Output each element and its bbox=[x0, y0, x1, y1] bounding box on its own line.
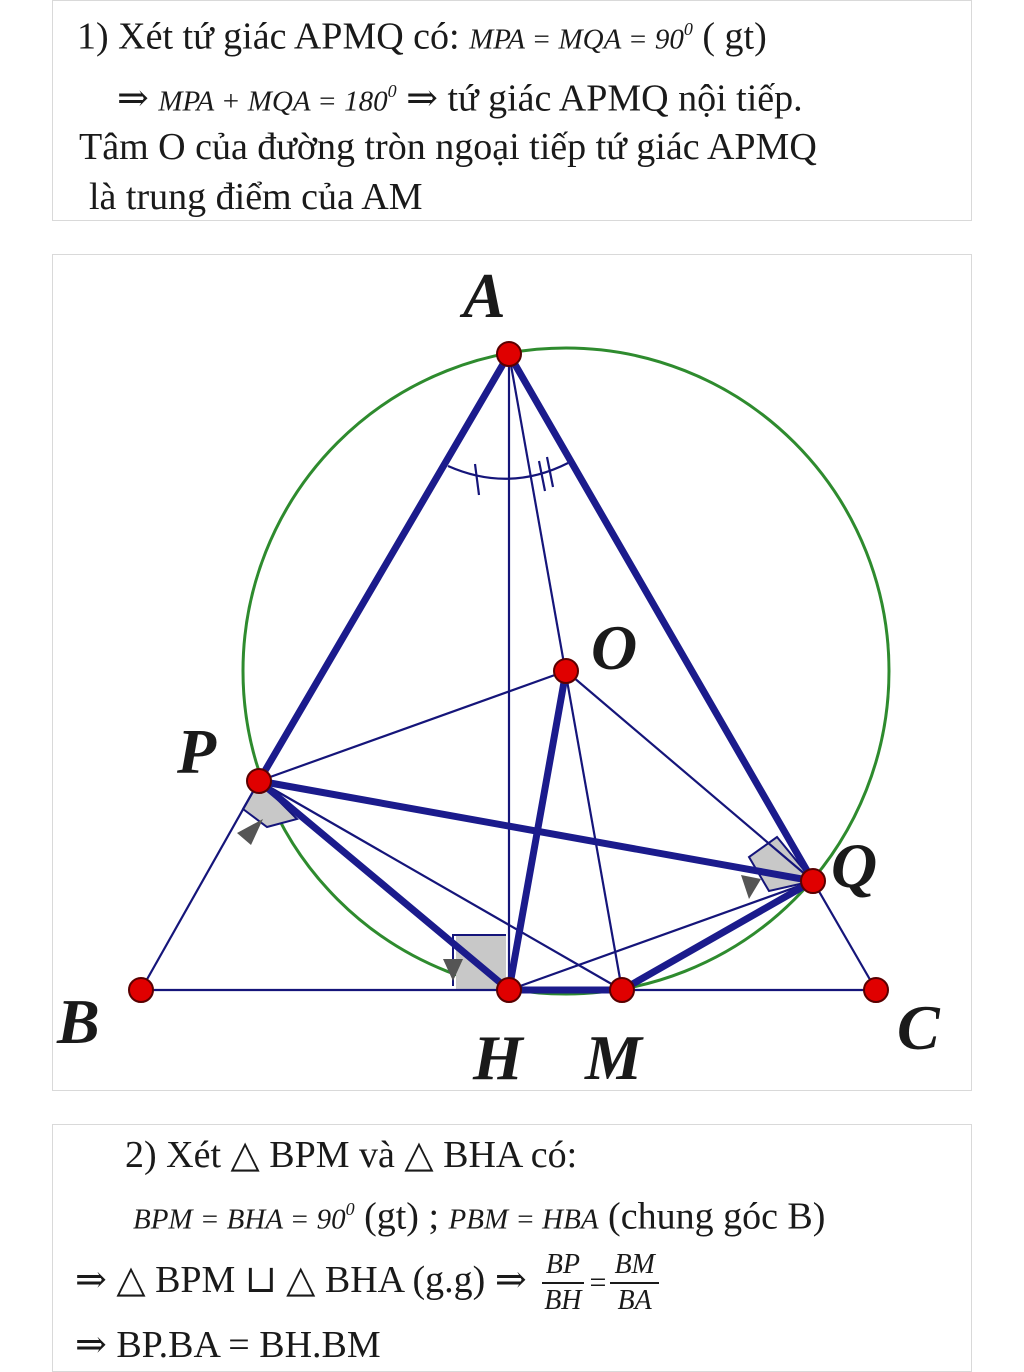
label-c: C bbox=[897, 992, 941, 1063]
point-h bbox=[496, 977, 522, 1003]
side-ab bbox=[140, 780, 260, 991]
label-h: H bbox=[472, 1022, 525, 1089]
point-c bbox=[863, 977, 889, 1003]
fraction-numerator: BM bbox=[610, 1248, 659, 1285]
label-o: O bbox=[591, 612, 637, 683]
point-b bbox=[128, 977, 154, 1003]
part2-line1: 2) Xét △ BPM và △ BHA có: bbox=[125, 1134, 578, 1176]
circumcircle bbox=[241, 346, 891, 996]
arrowhead-q bbox=[741, 875, 761, 899]
label-a: A bbox=[459, 260, 506, 331]
point-m bbox=[609, 977, 635, 1003]
equals-sign: = bbox=[589, 1266, 607, 1299]
part1-line3: Tâm O của đường tròn ngoại tiếp tứ giác … bbox=[79, 126, 817, 168]
segment-oh bbox=[505, 667, 570, 994]
point-q bbox=[800, 868, 826, 894]
segment-hq bbox=[508, 879, 814, 992]
thick-lines bbox=[255, 350, 817, 994]
degree-sup: 0 bbox=[387, 81, 397, 101]
degree-sup: 0 bbox=[345, 1199, 355, 1219]
part2-line4: ⇒ BP.BA = BH.BM bbox=[75, 1324, 381, 1366]
figure-box: A O P Q B H M C bbox=[52, 254, 972, 1091]
label-q: Q bbox=[831, 830, 877, 901]
label-m: M bbox=[584, 1022, 644, 1089]
part2-line3-text: ⇒ △ BPM ⊔ △ BHA (g.g) ⇒ bbox=[75, 1259, 527, 1301]
segment-pm bbox=[258, 780, 623, 991]
point-p bbox=[246, 768, 272, 794]
implies-arrow: ⇒ bbox=[117, 77, 149, 120]
thin-lines bbox=[140, 353, 877, 992]
point-o bbox=[553, 658, 579, 684]
arrowhead-p bbox=[237, 819, 263, 845]
part2-line2: BPM = BHA = 900 (gt) ; PBM = HBA (chung … bbox=[133, 1187, 825, 1242]
segment-po bbox=[258, 669, 567, 783]
segment-mq bbox=[618, 877, 817, 994]
fraction-denominator: BA bbox=[617, 1285, 652, 1317]
part1-line1-text: 1) Xét tứ giác APMQ có: bbox=[77, 15, 460, 58]
segment-ph bbox=[255, 777, 513, 994]
part2-line2-equation2: PBM = HBA bbox=[448, 1203, 599, 1236]
part1-line1: 1) Xét tứ giác APMQ có: MPA = MQA = 900 … bbox=[77, 7, 767, 62]
label-b: B bbox=[56, 986, 100, 1057]
fraction-numerator: BP bbox=[541, 1248, 584, 1285]
part2-line2-reason: (gt) ; bbox=[364, 1195, 440, 1238]
labels: A O P Q B H M C bbox=[56, 260, 941, 1089]
part2-box: 2) Xét △ BPM và △ BHA có: BPM = BHA = 90… bbox=[52, 1124, 972, 1372]
segment-oq bbox=[565, 670, 814, 882]
part2-line2-equation: BPM = BHA = 90 bbox=[133, 1203, 346, 1236]
angle-tick-3 bbox=[545, 456, 555, 488]
part1-line2-equation: MPA + MQA = 180 bbox=[158, 85, 388, 118]
part1-box: 1) Xét tứ giác APMQ có: MPA = MQA = 900 … bbox=[52, 0, 972, 221]
part2-line2-reason2: (chung góc B) bbox=[608, 1195, 826, 1238]
part1-line1-equation: MPA = MQA = 90 bbox=[469, 23, 684, 56]
label-p: P bbox=[176, 716, 217, 787]
part1-line2: ⇒ MPA + MQA = 1800 ⇒ tứ giác APMQ nội ti… bbox=[117, 69, 803, 124]
part1-line2-conclusion: ⇒ tứ giác APMQ nội tiếp. bbox=[406, 77, 803, 120]
geometry-figure: A O P Q B H M C bbox=[56, 260, 941, 1089]
points bbox=[128, 341, 889, 1003]
part1-line4: là trung điểm của AM bbox=[89, 176, 423, 218]
degree-sup: 0 bbox=[683, 19, 693, 39]
angle-tick-1 bbox=[473, 463, 481, 496]
point-a bbox=[496, 341, 522, 367]
part1-line1-reason: ( gt) bbox=[702, 15, 767, 58]
angle-tick-2 bbox=[537, 460, 547, 492]
fraction-denominator: BH bbox=[544, 1285, 582, 1317]
angle-arc bbox=[447, 462, 569, 480]
arrowhead-h bbox=[443, 959, 463, 981]
side-aq bbox=[505, 350, 817, 885]
side-ap bbox=[255, 350, 513, 785]
side-qc bbox=[812, 880, 877, 991]
